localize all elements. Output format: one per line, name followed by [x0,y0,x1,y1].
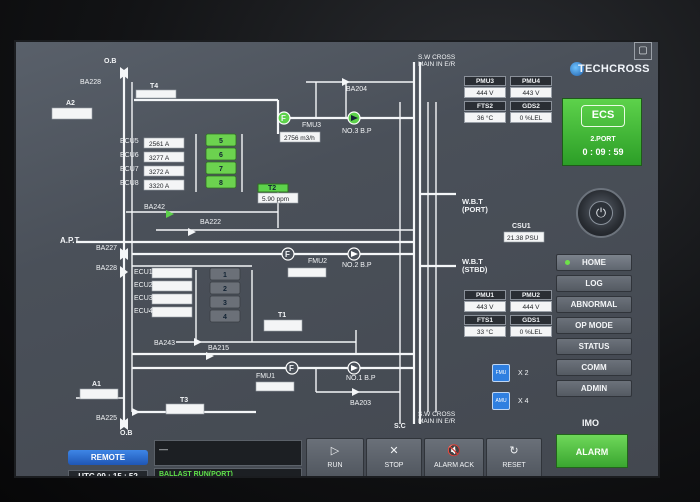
pmu4-header: PMU4 [510,76,552,86]
fts1-header: FTS1 [464,315,506,325]
nav-home[interactable]: HOME [556,254,632,271]
operation-mode: BALLAST RUN(PORT) [154,468,302,476]
amu-legend-icon: AMU [492,392,510,410]
nav-status-label: STATUS [578,342,610,351]
nav-admin-label: ADMIN [580,384,608,393]
amu-count: X 4 [518,398,529,405]
svg-text:21.38 PSU: 21.38 PSU [507,235,539,242]
pmu2-value: 444 V [510,301,552,312]
svg-text:4: 4 [223,314,227,321]
logo-text: TECHCROSS [578,63,650,75]
ecs-time: 0 : 09 : 59 [582,147,624,157]
nav-op-mode[interactable]: OP MODE [556,317,632,334]
utc-clock: UTC 09 : 15 : 52 [68,470,148,476]
svg-text:5: 5 [219,138,223,145]
fmu-legend-icon: FMU [492,364,510,382]
fts2-value: 36 °C [464,112,506,123]
pmu2-header: PMU2 [510,290,552,300]
nav-home-label: HOME [582,258,606,267]
stop-button[interactable]: ✕ STOP [366,438,422,476]
power-button[interactable]: ⏻ [576,188,626,238]
svg-text:3272 A: 3272 A [149,169,170,176]
techcross-logo: TECHCROSS [564,56,656,84]
nav-log-label: LOG [585,279,603,288]
svg-text:3320 A: 3320 A [149,183,170,190]
mute-icon: 🔇 [447,445,461,457]
stop-icon: ✕ [389,445,399,457]
sensor-panel-top: PMU3 PMU4 444 V 443 V FTS2 GDS2 36 °C 0 … [464,76,554,126]
active-indicator-icon [565,260,570,265]
ecs-status-panel[interactable]: ECS 2.PORT 0 : 09 : 59 [562,98,642,166]
sensor-panel-bottom: PMU1 PMU2 443 V 444 V FTS1 GDS1 33 °C 0 … [464,290,554,340]
nav-abnormal-label: ABNORMAL [570,300,618,309]
pmu3-value: 444 V [464,87,506,98]
imo-label: IMO [582,418,599,428]
run-label: RUN [327,462,343,469]
reset-icon: ↻ [509,445,519,457]
nav-abnormal[interactable]: ABNORMAL [556,296,632,313]
fts2-header: FTS2 [464,101,506,111]
svg-text:3: 3 [223,300,227,307]
nav-comm-label: COMM [581,363,607,372]
gds1-value: 0 %LEL [510,326,552,337]
svg-text:5.90 ppm: 5.90 ppm [262,196,289,203]
svg-text:2756 m3/h: 2756 m3/h [284,135,315,142]
nav-admin[interactable]: ADMIN [556,380,632,397]
ecs-badge: ECS [581,105,625,127]
gds2-header: GDS2 [510,101,552,111]
alarm-ack-button[interactable]: 🔇 ALARM ACK [424,438,484,476]
pmu1-header: PMU1 [464,290,506,300]
svg-text:2561 A: 2561 A [149,141,170,148]
pmu1-value: 443 V [464,301,506,312]
piping-mimic: F F F 2561 A 3277 A 3272 A 3320 A [51,62,545,430]
play-icon: ▷ [330,445,340,457]
power-icon: ⏻ [589,201,613,225]
ecs-port: 2.PORT [590,136,616,143]
screen-icon[interactable]: ▢ [634,42,652,60]
reset-label: RESET [502,462,526,469]
message-field: — [154,440,302,466]
run-button[interactable]: ▷ RUN [306,438,364,476]
svg-text:8: 8 [219,180,223,187]
svg-text:F: F [281,114,286,123]
svg-text:2: 2 [223,286,227,293]
nav-op-mode-label: OP MODE [575,321,613,330]
pmu3-header: PMU3 [464,76,506,86]
svg-text:F: F [285,250,290,259]
svg-text:3277 A: 3277 A [149,155,170,162]
svg-text:F: F [289,364,294,373]
pmu4-value: 443 V [510,87,552,98]
fts1-value: 33 °C [464,326,506,337]
ballast-control-screen: F F F 2561 A 3277 A 3272 A 3320 A [14,40,660,478]
gds2-value: 0 %LEL [510,112,552,123]
alarm-button[interactable]: ALARM [556,434,628,468]
nav-log[interactable]: LOG [556,275,632,292]
nav-comm[interactable]: COMM [556,359,632,376]
svg-text:7: 7 [219,166,223,173]
fmu-count: X 2 [518,370,529,377]
nav-status[interactable]: STATUS [556,338,632,355]
gds1-header: GDS1 [510,315,552,325]
reset-button[interactable]: ↻ RESET [486,438,542,476]
logo-mark-icon [570,62,584,76]
alarm-ack-label: ALARM ACK [433,462,475,469]
remote-button[interactable]: REMOTE [68,450,148,465]
svg-text:1: 1 [223,272,227,279]
stop-label: STOP [384,462,404,469]
svg-text:6: 6 [219,152,223,159]
